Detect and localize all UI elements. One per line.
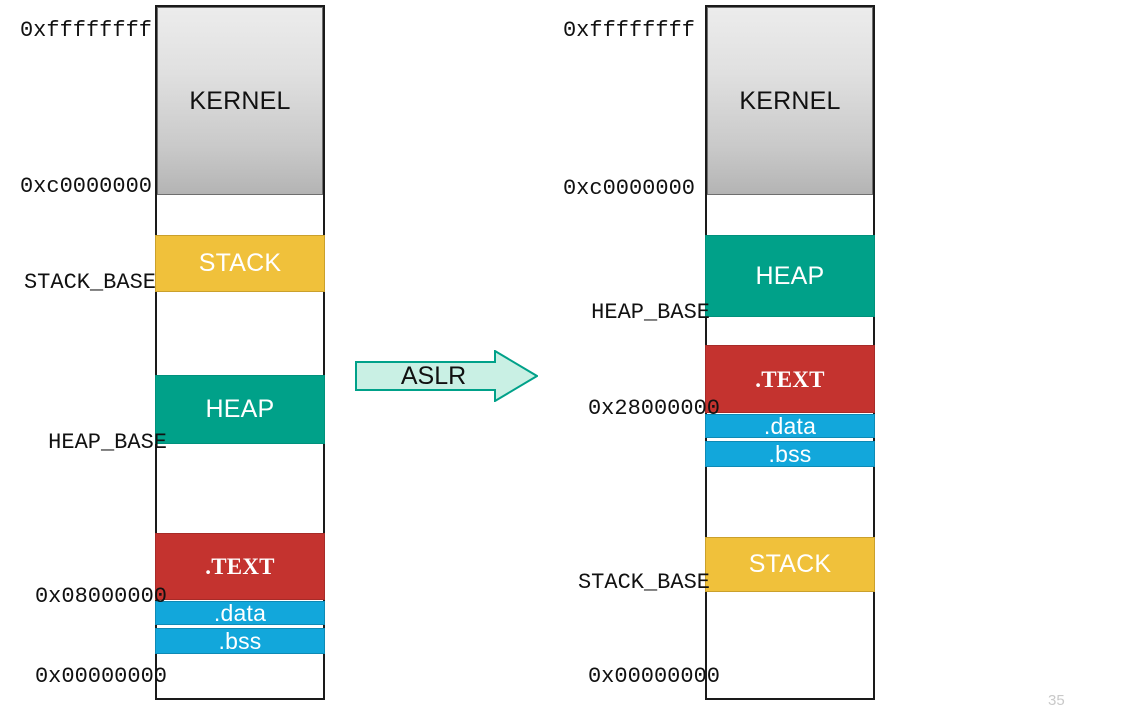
left-label-stack-base: STACK_BASE (23, 270, 156, 295)
left-segment-heap-label: HEAP (205, 395, 275, 423)
left-segment-bss[interactable]: .bss (155, 628, 325, 654)
right-segment-data-label: .data (763, 412, 817, 439)
left-segment-stack[interactable]: STACK (155, 235, 325, 292)
left-label-text-base: 0x08000000 (34, 584, 167, 609)
left-segment-text-label: .TEXT (205, 554, 275, 579)
left-segment-stack-label: STACK (198, 249, 282, 277)
left-segment-kernel-label: KERNEL (189, 86, 291, 115)
right-segment-heap[interactable]: HEAP (705, 235, 875, 317)
right-label-stack-base: STACK_BASE (577, 570, 710, 595)
left-label-top: 0xffffffff (19, 18, 152, 43)
right-label-heap-base: HEAP_BASE (591, 300, 710, 325)
right-label-kernel-base: 0xc0000000 (562, 176, 695, 201)
right-label-top: 0xffffffff (562, 18, 695, 43)
right-segment-text-label: .TEXT (755, 366, 825, 392)
left-segment-data[interactable]: .data (155, 601, 325, 625)
right-segment-kernel-label: KERNEL (739, 86, 841, 115)
left-label-bottom: 0x00000000 (34, 664, 167, 689)
left-segment-heap[interactable]: HEAP (155, 375, 325, 444)
left-segment-kernel[interactable]: KERNEL (157, 7, 323, 195)
right-segment-heap-label: HEAP (755, 261, 825, 290)
left-segment-data-label: .data (213, 599, 267, 626)
aslr-arrow[interactable]: ASLR (355, 350, 538, 402)
left-label-kernel-base: 0xc0000000 (19, 174, 152, 199)
right-segment-text[interactable]: .TEXT (705, 345, 875, 413)
right-segment-data[interactable]: .data (705, 414, 875, 438)
right-segment-kernel[interactable]: KERNEL (707, 7, 873, 195)
aslr-arrow-icon (355, 350, 538, 402)
left-segment-text[interactable]: .TEXT (155, 533, 325, 600)
right-label-bottom: 0x00000000 (587, 664, 720, 689)
right-segment-stack-label: STACK (748, 550, 832, 578)
left-label-heap-base: HEAP_BASE (48, 430, 167, 455)
right-label-text-base: 0x28000000 (587, 396, 720, 421)
right-segment-stack[interactable]: STACK (705, 537, 875, 592)
left-segment-bss-label: .bss (218, 627, 262, 654)
slide-number: 35 (1048, 692, 1065, 709)
right-segment-bss-label: .bss (768, 440, 812, 467)
right-segment-bss[interactable]: .bss (705, 441, 875, 467)
